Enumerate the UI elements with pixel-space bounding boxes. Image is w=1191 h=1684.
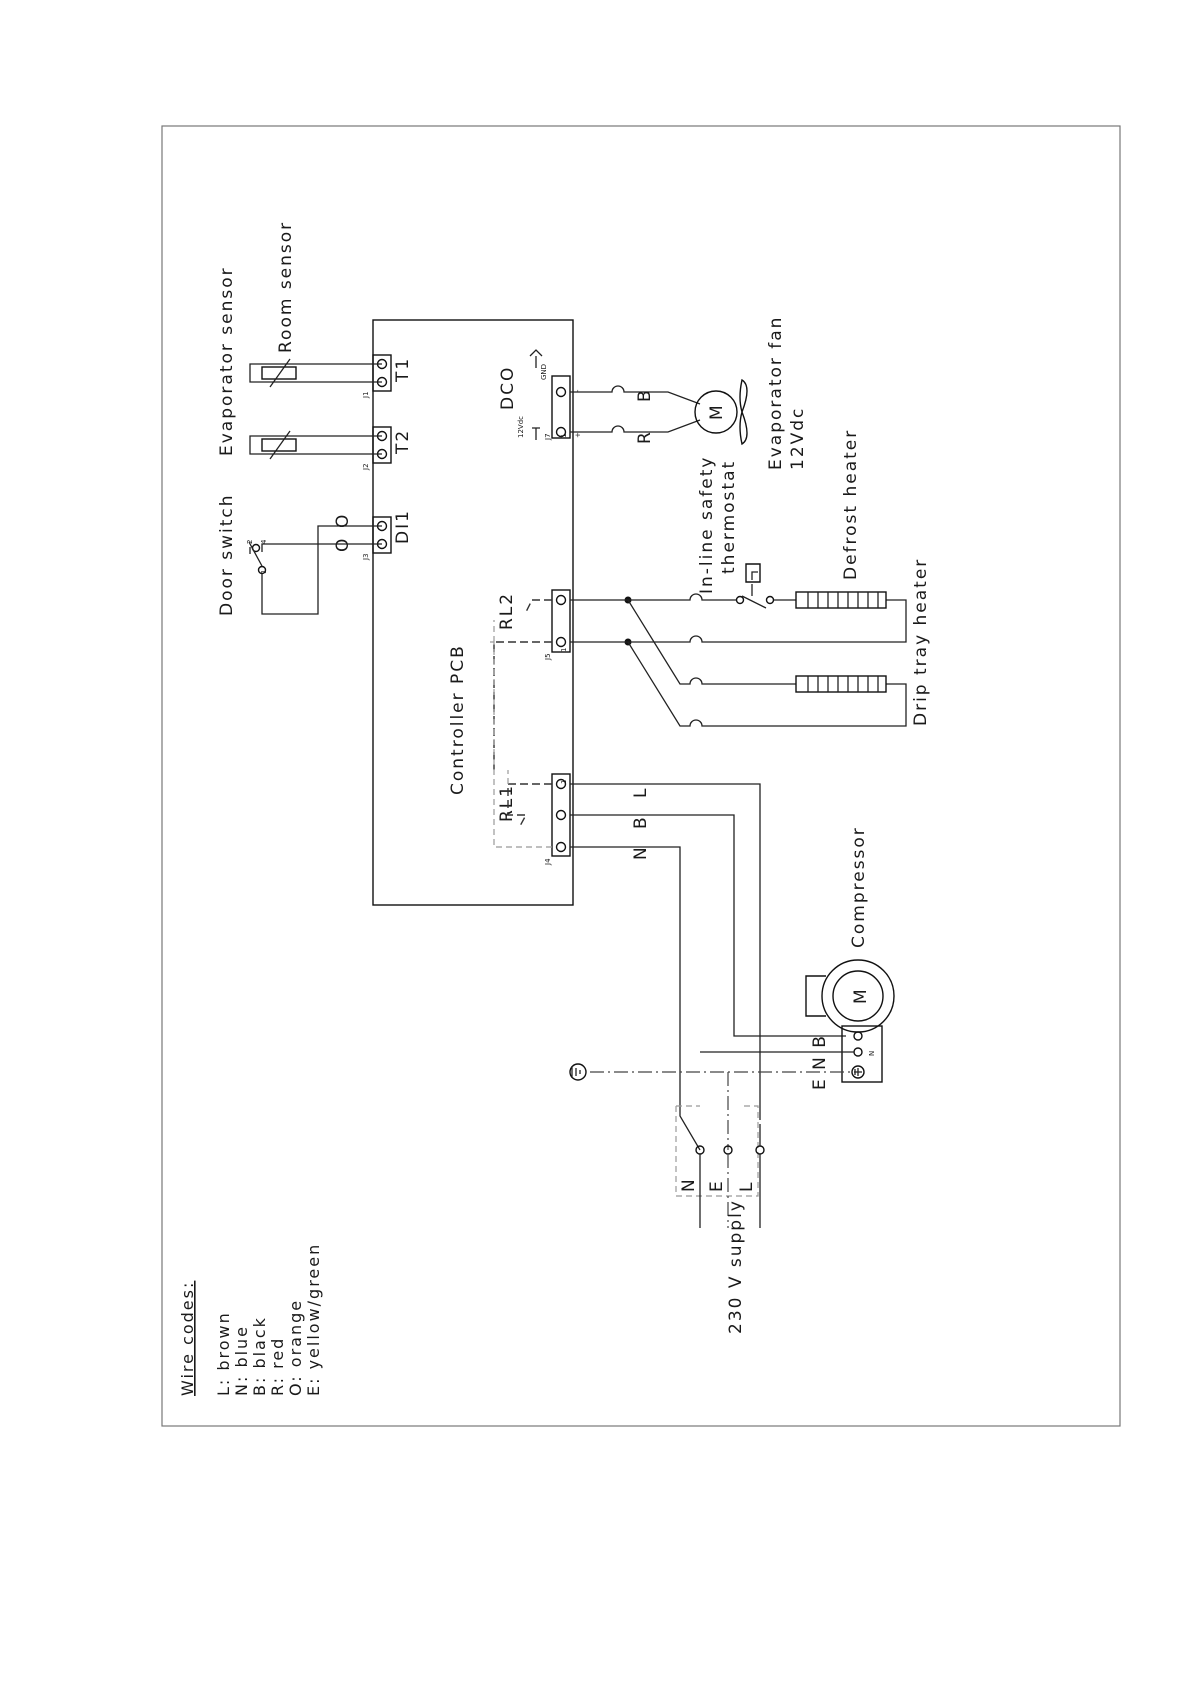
di1-label: DI1: [393, 509, 413, 544]
earth-symbol-icon: [569, 1063, 587, 1081]
fan-motor-m: M: [707, 403, 727, 420]
wire-b-fan: B: [635, 388, 655, 402]
t2-label: T2: [393, 429, 413, 455]
svg-text:J5: J5: [544, 653, 552, 661]
svg-text:4: 4: [260, 539, 268, 544]
controller-pcb-label: Controller PCB: [448, 644, 468, 795]
legend-item-n: N: blue: [232, 1325, 251, 1396]
legend-item-r: R: red: [268, 1337, 287, 1396]
wire-b-main: B: [631, 815, 651, 829]
drip-tray-heater: [795, 675, 887, 693]
dco-label: DCO: [498, 366, 518, 410]
room-sensor-element: [261, 366, 297, 380]
compressor-label: Compressor: [849, 826, 869, 948]
t1-label: T1: [393, 357, 413, 383]
door-switch-label: Door switch: [217, 493, 237, 616]
svg-text:2: 2: [246, 540, 254, 544]
legend-item-e: E: yellow/green: [304, 1243, 323, 1396]
o-mark-1: O: [333, 513, 353, 528]
supply-label: 230 V supply: [726, 1199, 746, 1334]
svg-text:+: +: [574, 432, 582, 438]
controller-pcb-box: [372, 319, 574, 906]
terminal-j5: J5 1: [544, 589, 571, 661]
legend-item-o: O: orange: [286, 1299, 305, 1396]
v12-label: 12Vdc: [517, 416, 525, 438]
terminal-j3: J3: [362, 516, 392, 561]
svg-text:1: 1: [560, 780, 568, 784]
terminal-j7: J7 1 + -: [544, 375, 582, 441]
svg-text:N: N: [868, 1051, 876, 1056]
wire-l-main: L: [631, 787, 651, 798]
evaporator-sensor-label: Evaporator sensor: [217, 266, 237, 456]
defrost-heater-label: Defrost heater: [841, 429, 861, 580]
svg-text:J4: J4: [544, 858, 552, 866]
safety-thermostat-label-1: In-line safety: [697, 456, 717, 594]
svg-text:-: -: [574, 389, 582, 392]
svg-text:J7: J7: [544, 433, 552, 441]
svg-text:1: 1: [560, 434, 568, 438]
wire-enb-label: E N B: [810, 1034, 830, 1090]
safety-thermostat-label-2: thermostat: [719, 460, 739, 574]
svg-text:J1: J1: [362, 391, 370, 399]
supply-l-label: L: [737, 1181, 757, 1192]
fan-label: Evaporator fan: [766, 316, 786, 470]
drawing-frame: [161, 125, 1121, 1427]
fan-motor: [694, 390, 738, 434]
svg-text:J3: J3: [362, 553, 370, 561]
supply-e-label: E: [707, 1179, 727, 1192]
wire-r-fan: R: [635, 430, 655, 444]
rl1-label: RL1: [497, 784, 517, 822]
wire-codes-legend: Wire codes: L: brown N: blue B: black R:…: [178, 1243, 323, 1396]
defrost-heater: [795, 591, 887, 609]
svg-text:1: 1: [260, 570, 268, 574]
legend-item-l: L: brown: [214, 1311, 233, 1396]
terminal-j2: J2: [362, 426, 392, 471]
gnd-label: GND: [540, 364, 548, 380]
room-sensor-label: Room sensor: [276, 221, 296, 353]
legend-title: Wire codes:: [178, 1281, 197, 1396]
evaporator-sensor-element: [261, 438, 297, 452]
compressor-motor-m: M: [851, 987, 871, 1004]
compressor-terminal-box: [841, 1025, 883, 1083]
legend-item-b: B: black: [250, 1316, 269, 1396]
svg-text:J2: J2: [362, 463, 370, 471]
drip-tray-heater-label: Drip tray heater: [911, 558, 931, 726]
supply-plug: [675, 1105, 765, 1228]
wire-n-main: N: [631, 845, 651, 860]
fan-icon: [739, 378, 748, 446]
supply-n-label: N: [679, 1177, 699, 1192]
rl2-label: RL2: [497, 592, 517, 630]
terminal-j1: J1: [362, 354, 392, 399]
fan-voltage-label: 12Vdc: [788, 407, 808, 470]
terminal-j4: J4 1: [544, 773, 571, 866]
svg-text:1: 1: [560, 648, 568, 652]
